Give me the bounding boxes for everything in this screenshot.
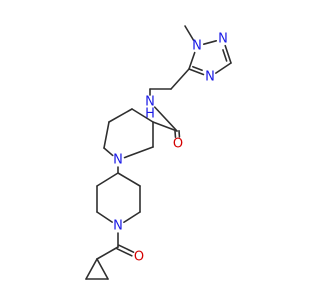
atom-qn: N [113, 219, 123, 234]
atom-label-oa: O [173, 137, 183, 152]
bond-c5-n1 [188, 51, 196, 70]
atom-label-ob: O [134, 250, 144, 265]
atom-label-nh: N [145, 95, 155, 110]
bond-cc-ob-b [118, 244, 135, 253]
atom-label-n2: N [218, 32, 228, 47]
atom-ob: O [134, 250, 144, 265]
bond-qn-q6 [96, 211, 113, 223]
atom-suffix-nh: H [145, 107, 155, 122]
bond-cc-cp1 [96, 246, 119, 260]
bond-cp3-cp1 [96, 258, 109, 280]
atom-n1: N [192, 39, 202, 54]
bond-me-n1 [184, 25, 195, 41]
bond-cp1-cp2 [85, 258, 98, 280]
atom-label-qn: N [113, 219, 123, 234]
bond-co-p3 [152, 121, 178, 132]
bond-pn-p6 [103, 147, 114, 157]
atom-label-n4: N [205, 70, 215, 85]
bond-p5-p4 [108, 108, 133, 123]
atom-n4: N [205, 70, 215, 85]
bond-cc-ob-a [116, 248, 133, 257]
bond-q2-qn [123, 211, 141, 224]
bond-q4-q3 [117, 172, 141, 187]
bond-nh-co [153, 106, 178, 132]
atom-pn: N [113, 153, 123, 168]
bond-c5-ea [170, 68, 190, 90]
bond-p2-pn [123, 146, 154, 159]
bond-n2-c3 [224, 44, 232, 64]
bond-n4-c5-inner [192, 65, 203, 72]
bond-n2-c3-inner [222, 49, 228, 62]
atom-n2: N [218, 32, 228, 47]
atom-label-n1: N [192, 39, 202, 54]
atom-label-pn: N [113, 153, 123, 168]
bond-q5-q4 [96, 172, 119, 187]
bond-n1-n2 [202, 40, 218, 45]
atom-nh: NH [145, 95, 155, 122]
bond-n4-c5 [188, 68, 205, 76]
bond-p4-p3 [131, 108, 154, 123]
bond-p6-p5 [103, 121, 110, 149]
atom-oa: O [173, 137, 183, 152]
bond-c3-n4 [215, 62, 232, 74]
